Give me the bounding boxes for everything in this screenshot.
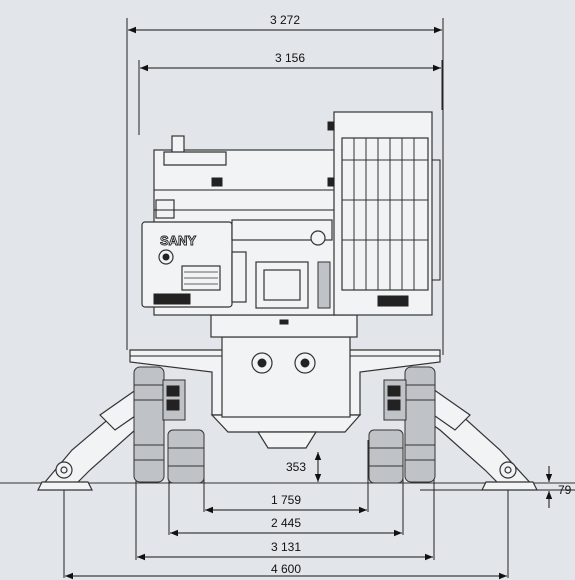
machine-body: SANY	[37, 111, 538, 491]
dim-cab-width: 3 156	[275, 51, 305, 65]
dim-outrigger-drop: 79	[558, 483, 572, 497]
dim-overall-width-top: 3 272	[270, 13, 300, 27]
dimension-lines	[65, 26, 553, 580]
brand-logo: SANY	[160, 233, 196, 248]
dim-ground-clearance: 353	[286, 460, 306, 474]
dim-outrigger-span: 4 600	[271, 562, 301, 576]
dim-track-gauge: 2 445	[271, 516, 301, 530]
dim-track-inner: 1 759	[271, 493, 301, 507]
dim-track-outer: 3 131	[271, 540, 301, 554]
